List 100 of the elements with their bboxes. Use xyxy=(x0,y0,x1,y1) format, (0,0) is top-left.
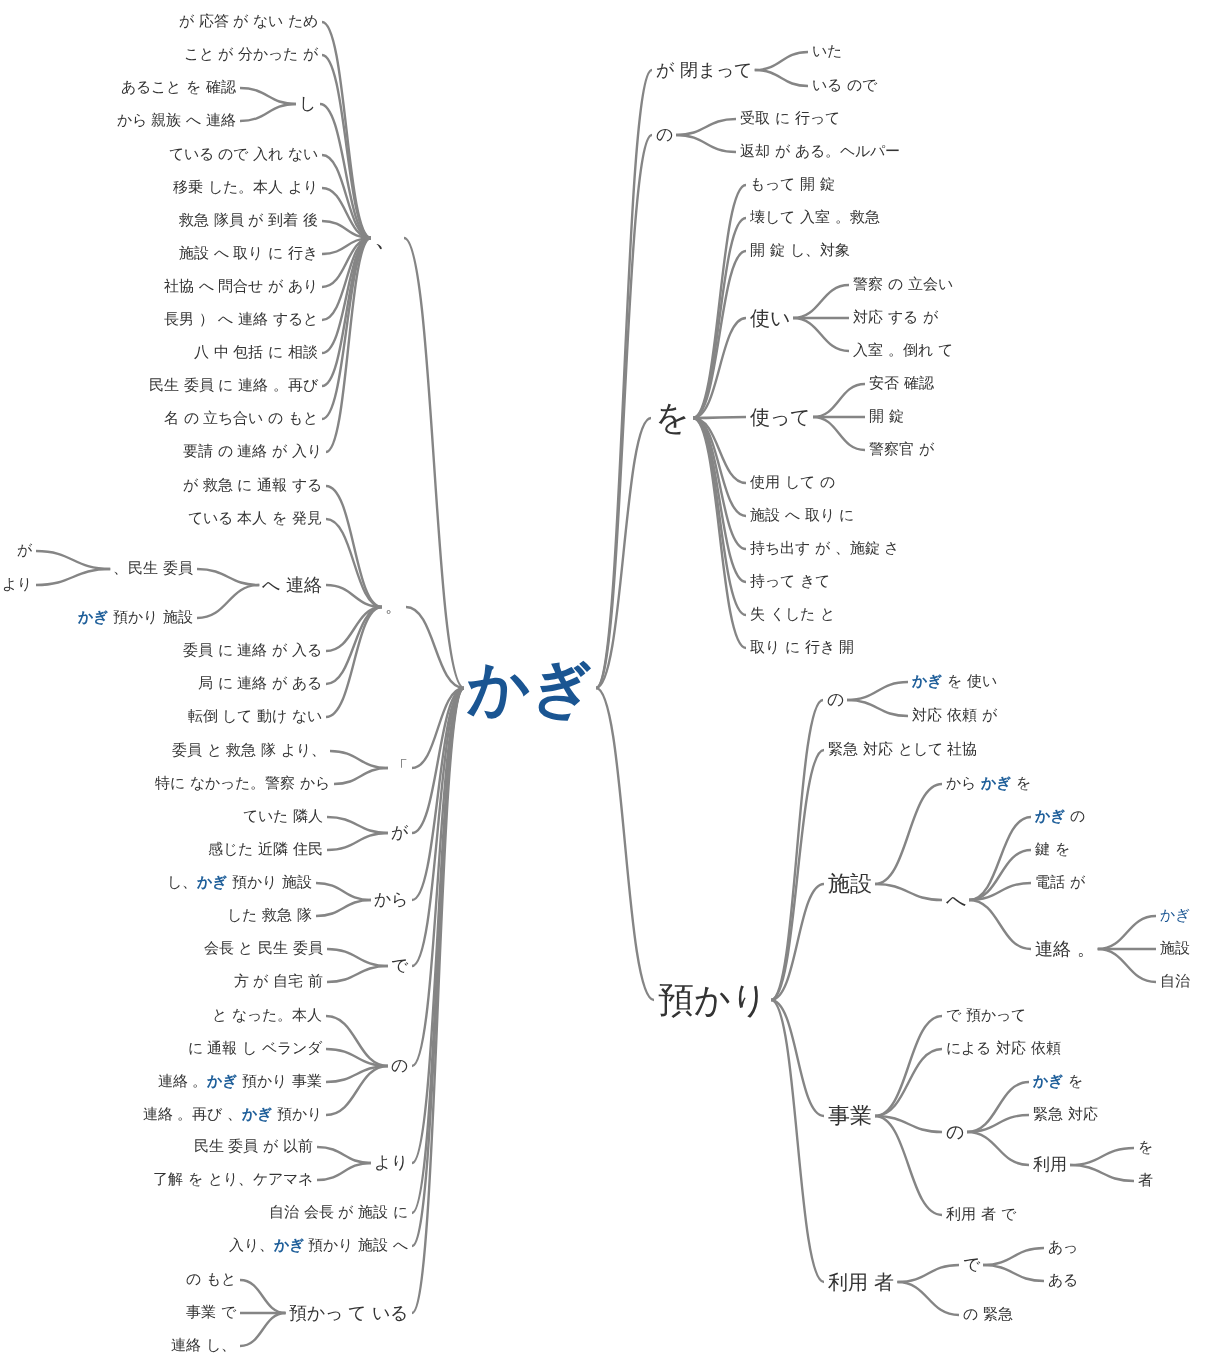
word-phrase: 社協 へ 問合せ が あり xyxy=(163,278,318,296)
word-phrase: 方 が 自宅 前 xyxy=(233,973,323,991)
word-phrase: が 閉まって xyxy=(656,59,752,81)
branch-line xyxy=(325,517,383,609)
word-phrase: 委員 に 連絡 が 入る xyxy=(182,642,322,660)
word-phrase: 開 錠 し、対象 xyxy=(750,242,850,260)
word-phrase: し、かぎ 預かり 施設 xyxy=(167,874,312,892)
word-phrase: と なった。本人 xyxy=(212,1007,322,1025)
branch-line xyxy=(874,882,943,902)
word-phrase: から xyxy=(374,890,408,910)
word-phrase: の xyxy=(946,1121,964,1143)
word-phrase: 対応 する が xyxy=(853,309,938,327)
branch-line xyxy=(754,68,809,88)
word-phrase: が 救急 に 通報 する xyxy=(182,477,322,495)
branch-line xyxy=(675,133,737,154)
word-phrase: いる ので xyxy=(812,77,877,95)
word-phrase: 入り、かぎ 預かり 施設 へ xyxy=(228,1237,408,1255)
word-phrase: 入室 。倒れ て xyxy=(853,342,953,360)
branch-line xyxy=(812,415,866,452)
branch-line xyxy=(196,583,260,620)
word-phrase: 利用 xyxy=(1033,1155,1067,1175)
word-phrase: 施設 へ 取り に xyxy=(750,507,855,525)
branch-line xyxy=(897,1280,960,1317)
word-phrase: 鍵 を xyxy=(1035,841,1070,859)
word-phrase: 電話 が xyxy=(1035,874,1085,892)
word-phrase: 施設 xyxy=(828,871,872,897)
word-phrase: し xyxy=(299,94,316,114)
word-phrase: 持ち出す が 、施錠 さ xyxy=(750,540,900,558)
word-phrase: 自治 会長 が 施設 に xyxy=(268,1204,408,1222)
word-phrase: いた xyxy=(812,43,842,61)
branch-line xyxy=(770,998,825,1118)
word-phrase: 連絡 。再び 、かぎ 預かり xyxy=(142,1106,322,1124)
word-phrase: 持って きて xyxy=(750,573,830,591)
branch-line xyxy=(595,417,652,689)
word-phrase: かぎ xyxy=(1160,907,1190,925)
word-phrase: 使用 して の xyxy=(750,474,835,492)
word-phrase: 緊急 対応 xyxy=(1033,1106,1098,1124)
word-phrase: が xyxy=(17,542,32,560)
branch-line xyxy=(405,605,465,690)
word-phrase: 連絡 。 xyxy=(1035,938,1095,960)
word-phrase: 開 錠 xyxy=(869,408,904,426)
word-phrase: かぎ の xyxy=(1035,808,1085,826)
word-phrase: 利用 者 xyxy=(828,1270,895,1294)
word-phrase: 長男 ） へ 連絡 すると xyxy=(163,311,318,329)
word-phrase: を xyxy=(655,398,690,438)
word-phrase: 民生 委員 に 連絡 。再び xyxy=(148,377,318,395)
branch-line xyxy=(770,699,824,1001)
word-phrase: の xyxy=(391,1056,408,1076)
branch-line xyxy=(325,605,383,719)
word-phrase: 使い xyxy=(750,306,790,330)
branch-line xyxy=(403,237,465,689)
word-phrase: 緊急 対応 として 社協 xyxy=(828,741,978,759)
word-phrase: 警察 の 立会い xyxy=(853,276,953,294)
word-phrase: に 通報 し ベランダ xyxy=(187,1040,322,1058)
branch-line xyxy=(326,831,389,852)
root-word: かぎ xyxy=(467,652,593,724)
word-phrase: ていた 隣人 xyxy=(243,808,323,826)
branch-line xyxy=(874,1047,943,1118)
branch-line xyxy=(316,1161,372,1182)
word-phrase: 。 xyxy=(385,597,402,617)
branch-line xyxy=(35,567,111,587)
word-phrase: 安否 確認 xyxy=(869,375,934,393)
branch-line xyxy=(315,898,372,918)
word-phrase: 失 くした と xyxy=(750,606,835,624)
branch-line xyxy=(792,316,850,353)
branch-line xyxy=(325,1064,389,1117)
branch-line xyxy=(770,882,825,1002)
word-phrase: 預かり xyxy=(658,979,768,1021)
branch-line xyxy=(325,237,372,453)
word-phrase: 転倒 して 動け ない xyxy=(187,708,322,726)
word-phrase: が xyxy=(391,823,408,843)
word-phrase: 局 に 連絡 が ある xyxy=(197,675,322,693)
word-phrase: こと が 分かった が xyxy=(183,46,318,64)
word-phrase: ている ので 入れ ない xyxy=(168,146,318,164)
word-phrase: 使って xyxy=(750,405,810,429)
word-phrase: で xyxy=(963,1255,980,1275)
word-phrase: 「 xyxy=(391,758,408,778)
word-phrase: あっ xyxy=(1048,1239,1078,1257)
branch-line xyxy=(874,1114,943,1217)
word-phrase: へ xyxy=(946,888,966,912)
branch-line xyxy=(968,898,1032,951)
word-phrase: 受取 に 行って xyxy=(740,110,840,128)
branch-line xyxy=(239,102,297,123)
branch-line xyxy=(321,237,372,420)
word-phrase: かぎ 預かり 施設 xyxy=(78,609,193,627)
word-phrase: 連絡 。かぎ 預かり 事業 xyxy=(157,1073,322,1091)
word-phrase: 民生 委員 が 以前 xyxy=(193,1138,313,1156)
branch-line xyxy=(595,687,655,1001)
word-phrase: より xyxy=(374,1153,408,1173)
word-phrase: から 親族 へ 連絡 xyxy=(116,112,236,130)
branch-line xyxy=(968,815,1032,902)
word-phrase: 返却 が ある。ヘルパー xyxy=(740,143,900,161)
word-phrase: 事業 で xyxy=(186,1304,236,1322)
word-phrase: 事業 xyxy=(828,1103,872,1129)
word-phrase: で xyxy=(391,956,408,976)
word-phrase: 八 中 包括 に 相談 xyxy=(193,344,318,362)
word-phrase: 警察官 が xyxy=(869,441,934,459)
word-phrase: かぎ を xyxy=(1033,1073,1083,1091)
word-phrase: 利用 者 で xyxy=(946,1206,1016,1224)
word-phrase: の xyxy=(827,690,844,710)
